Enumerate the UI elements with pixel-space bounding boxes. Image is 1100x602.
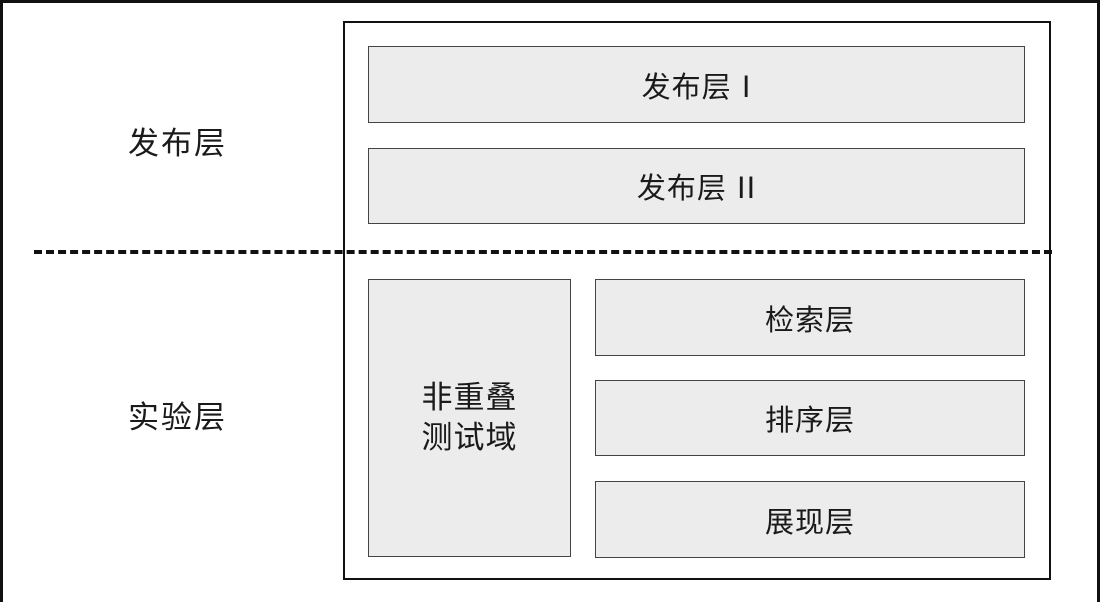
publish-layer-label: 发布层 <box>128 126 227 162</box>
non-overlap-domain-line2: 测试域 <box>421 420 518 456</box>
experiment-layer-label: 实验层 <box>128 400 227 436</box>
publish-layer-2-box: 发布层 II <box>368 148 1025 224</box>
publish-layer-1-label: 发布层 I <box>641 69 752 104</box>
publish-layer-2-label: 发布层 II <box>636 171 757 205</box>
ranking-layer-label: 排序层 <box>764 403 855 437</box>
display-layer-box: 展现层 <box>595 481 1025 558</box>
publish-layer-1-box: 发布层 I <box>368 46 1025 123</box>
ranking-layer-box: 排序层 <box>595 380 1025 456</box>
display-layer-label: 展现层 <box>764 504 855 539</box>
layer-divider <box>34 250 1052 254</box>
non-overlap-domain-line1: 非重叠 <box>421 380 518 416</box>
retrieval-layer-label: 检索层 <box>764 302 855 337</box>
non-overlap-domain-box: 非重叠 测试域 <box>368 279 571 557</box>
retrieval-layer-box: 检索层 <box>595 279 1025 356</box>
